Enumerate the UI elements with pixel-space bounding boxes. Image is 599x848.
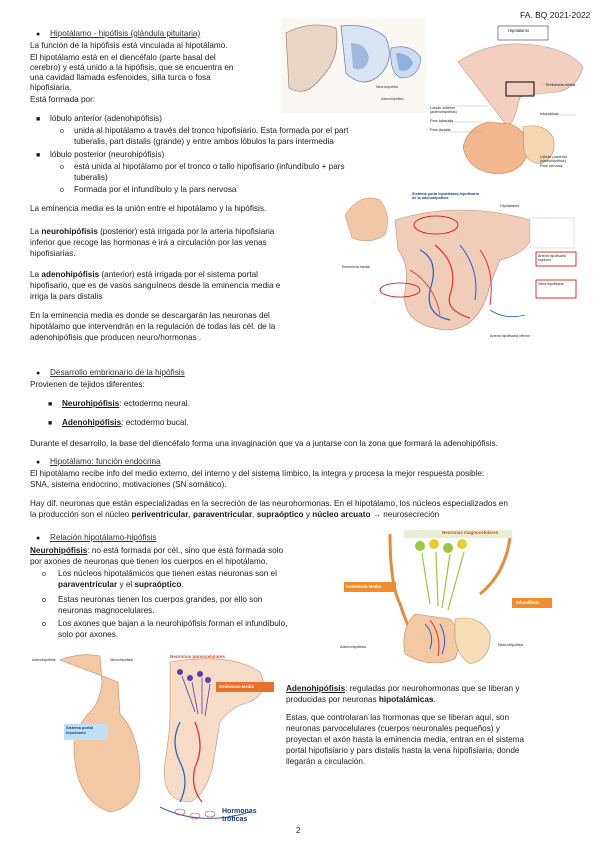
paragraph: En la eminencia media es donde se descar… (30, 311, 270, 320)
section-title-relacion: Relación hipotálamo-hipófisis (50, 533, 157, 542)
section-title-funcion-endocrina: Hipotálamo: función endocrina (50, 457, 161, 466)
bullet: o (60, 164, 64, 171)
label-eminencia-media: Eminencia Media (346, 584, 381, 589)
paragraph: Está formada por: (30, 95, 96, 104)
section-title-hipotalamo-hipofisis: Hipotálamo - hipófisis (glándula pituita… (50, 29, 201, 38)
label-pars-nervosa: Pars nervosa (540, 164, 563, 168)
paragraph: La eminencia media es la unión entre el … (30, 204, 267, 213)
list-item: unida al hipotálamo a través del tronco … (74, 126, 349, 135)
bullet: o (60, 128, 64, 135)
bullet: ■ (48, 420, 53, 427)
paragraph: portal hipofisiario y pars distalis hast… (286, 746, 520, 755)
svg-text:Neurohipófisis: Neurohipófisis (376, 85, 398, 89)
bullet: o (42, 571, 46, 578)
figure-hypothalamus-pituitary: Hipotálamo Eminencia media Lóbulo anteri… (428, 22, 592, 182)
label-eminencia-media: Eminencia media (342, 265, 370, 269)
label-lobulo-anterior: Lóbulo anterior (adenohipófisis) (430, 106, 457, 115)
paragraph: neuronas parvocelulares (cuerpos neurona… (286, 724, 500, 733)
bullet: o (42, 597, 46, 604)
paragraph: por axones de neuronas que tienen los cu… (30, 557, 268, 566)
header-course: FA. BQ 2021-2022 (520, 10, 591, 20)
bullet: o (42, 621, 46, 628)
list-item: Estas neuronas tienen los cuerpos grande… (58, 595, 263, 604)
label-sistema-portal: Sistema portal hipofisario (66, 725, 93, 735)
paragraph: La función de la hipófisis está vinculad… (30, 41, 228, 50)
bullet: ● (36, 31, 41, 38)
paragraph: llegarán a circulación. (286, 757, 366, 766)
paragraph: proyectan el axón hasta la eminencia med… (286, 735, 525, 744)
label-sistema-porta: Sistema porta hipotálamo-hipofisario de … (412, 192, 480, 201)
list-item: tuberalis) (74, 173, 108, 182)
figure-embryo-sagittal: Neurohipófisis Adenohipófisis (281, 18, 426, 113)
paragraph: cerebro) y está unido a la hipófisis, qu… (30, 63, 234, 72)
label-hipotalamo: Hipotálamo (500, 204, 520, 208)
paragraph: adenohipófisis que producen neuro/hormon… (30, 333, 202, 342)
paragraph-adenohipofisis-def: Adenohipófisis: reguladas por neurohormo… (286, 684, 520, 693)
paragraph: inferior que recoge las hormonas e irá a… (30, 238, 267, 247)
bullet: ■ (36, 116, 41, 123)
paragraph: Durante el desarrollo, la base del dienc… (30, 439, 498, 448)
list-item-adenohipofisis: Adenohipófisis: ectodermo bucal. (62, 418, 189, 427)
paragraph: El hipotálamo recibe info del medio exte… (30, 469, 485, 478)
list-item: lóbulo anterior (adenohipófisis) (50, 114, 162, 123)
label-eminencia-media: Eminencia media (546, 83, 576, 87)
paragraph: una cavidad llamada esfenoides, silla tu… (30, 73, 211, 82)
list-item: neuronas magnocelulares. (58, 606, 155, 615)
label-neuronas-magnocelulares: Neuronas magnocelulares (442, 530, 499, 535)
paragraph: Provienen de tejidos diferentes: (30, 380, 145, 389)
figure-portal-system: Sistema porta hipotálamo-hipofisario de … (340, 190, 578, 345)
svg-text:Adenohipófisis: Adenohipófisis (381, 97, 404, 101)
label-neurohipofisis: Neurohipófisis (498, 642, 524, 647)
label-adenohipofisis: Adenohipófisis (32, 658, 56, 662)
paragraph-neurohipofisis: La neurohipófisis (posterior) está irrig… (30, 227, 275, 236)
label-infundibulo: Infundíbulo (540, 112, 559, 116)
label-lobulo-posterior: Lóbulo posterior (neurohipófisis) (540, 155, 568, 164)
bullet: ■ (36, 152, 41, 159)
paragraph-adenohipofisis: La adenohipófisis (anterior) está irriga… (30, 270, 258, 279)
paragraph: Hay dif. neuronas que están especializad… (30, 499, 508, 508)
list-item-neurohipofisis: Neurohipófisis: ectodermo neural. (62, 399, 190, 408)
page-number: 2 (296, 826, 301, 835)
paragraph: producidas por neuronas hipotalámicas. (286, 695, 436, 704)
label-eminencia-media: Eminencia Media (219, 684, 254, 689)
bullet: ● (36, 370, 41, 377)
paragraph-neurohipofisis-def: Neurohipófisis: no está formada por cél.… (30, 546, 284, 555)
label-arteria-inferior: Arteria hipofisaria inferior (490, 334, 530, 338)
bullet: ● (36, 459, 41, 466)
list-item: lóbulo posterior (neurohipófisis) (50, 150, 165, 159)
label-pars-distalis: Pars distalis (430, 128, 451, 132)
label-infundibulo: Infundibulo (516, 600, 540, 605)
label-neuronas-parvocelulares: Neuronas parvocelulares (170, 654, 225, 659)
list-item: Los núcleos hipotalámicos que tienen est… (58, 569, 277, 578)
section-title-desarrollo: Desarrollo embrionario de la hipófisis (50, 368, 185, 377)
paragraph: hipofisiarias. (30, 249, 76, 258)
label-pars-tuberalis: Pars tuberalis (430, 119, 454, 123)
label-arteria-superior: Arteria hipofisaria superior (538, 254, 566, 263)
label-neurohipofisis: Neurohipófisis (110, 658, 133, 662)
paragraph: El hipotálamo está en el diencéfalo (par… (30, 53, 216, 62)
label-hormonas-troficas: Hormonas tróficas (222, 808, 257, 823)
bullet: ■ (48, 401, 53, 408)
paragraph: hipotálamo que intervendrán en la regula… (30, 322, 276, 331)
list-item: Formada por el infundíbulo y la pars ner… (74, 185, 237, 194)
bullet: ● (36, 535, 41, 542)
paragraph-nucleos: la producción son el núcleo periventricu… (30, 510, 440, 519)
figure-magnocellular: Neuronas magnocelulares Eminencia Media … (330, 524, 592, 674)
paragraph: hipofisario, que es de vasos sanguíneos … (30, 281, 281, 290)
list-item: solo por axones. (58, 630, 119, 639)
label-hipotalamo: Hipotálamo (508, 28, 530, 33)
bullet: o (60, 187, 64, 194)
list-item: tuberalis, part distalis (grande) y entr… (74, 137, 334, 146)
list-item: está unida al hipotálamo por el tronco o… (74, 162, 345, 171)
label-adenohipofisis: Adenohipófisis (340, 644, 367, 649)
list-item: Los axones que bajan a la neurohipófisis… (58, 619, 288, 628)
label-vena-hipofisaria: Vena hipofisaria (538, 282, 564, 286)
paragraph: hipofisiaria. (30, 83, 72, 92)
paragraph: SNA, sistema endocrino, motivaciones (SN… (30, 480, 227, 489)
paragraph: irriga la pars distalis (30, 292, 103, 301)
paragraph: Estas, que controlaran las hormonas que … (286, 713, 510, 722)
list-item: paraventricular y el supraóptico. (58, 580, 184, 589)
figure-parvocellular: Neuronas parvocelulares Eminencia Media … (30, 652, 282, 830)
